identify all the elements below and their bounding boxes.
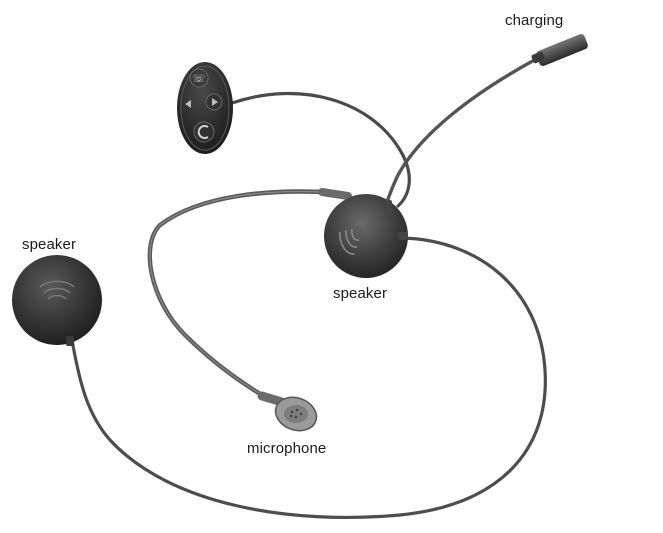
center-speaker-label: speaker	[333, 285, 388, 302]
microphone	[257, 391, 318, 432]
center-speaker	[324, 194, 408, 278]
left-speaker-cable	[70, 236, 547, 520]
left-arrow-icon	[185, 100, 191, 108]
power-icon	[197, 125, 209, 139]
charging-plug	[531, 34, 588, 66]
svg-text:☏: ☏	[192, 72, 206, 85]
right-arrow-icon	[212, 98, 218, 106]
cables	[70, 56, 547, 520]
left-speaker-label: speaker	[22, 236, 77, 253]
microphone-boom	[147, 189, 343, 403]
phone-icon	[189, 68, 209, 88]
left-speaker	[12, 255, 102, 346]
microphone-label: microphone	[247, 440, 327, 457]
charging-cable	[384, 56, 540, 208]
charging-label: charging	[505, 12, 564, 29]
remote-control: ☏	[177, 62, 233, 154]
remote-cable	[230, 91, 411, 208]
